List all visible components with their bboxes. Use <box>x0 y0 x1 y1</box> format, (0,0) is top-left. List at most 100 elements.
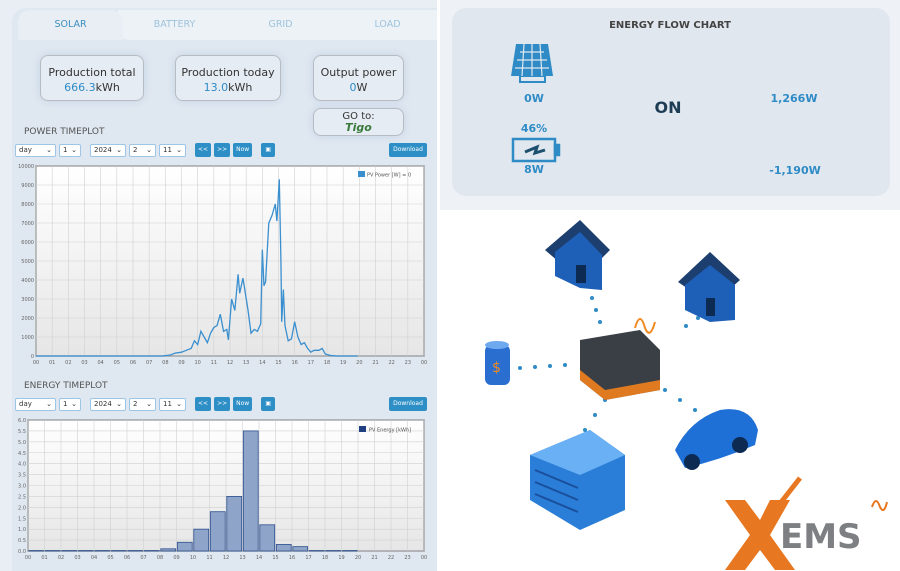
y-tick-label: 4000 <box>21 278 34 284</box>
house-icon <box>678 252 740 322</box>
y-tick-label: 0 <box>31 354 34 360</box>
energy-bar <box>259 524 276 552</box>
energy-bar <box>209 511 226 552</box>
x-tick-label: 19 <box>340 360 346 366</box>
goto-tigo-button[interactable]: GO to: Tigo <box>313 108 404 136</box>
tigo-logo: Tigo <box>345 121 372 134</box>
now-button[interactable]: Now <box>233 143 253 157</box>
power-download-button[interactable]: Download <box>389 143 427 157</box>
tab-load[interactable]: LOAD <box>374 19 401 30</box>
stat-label: Output power <box>320 66 397 79</box>
x-tick-label: 12 <box>223 555 229 561</box>
solar-power-value: 0W <box>524 92 544 105</box>
x-tick-label: 09 <box>178 360 184 366</box>
energy-bar <box>160 548 177 552</box>
stat-unit: kWh <box>95 81 120 94</box>
x-tick-label: 01 <box>41 555 47 561</box>
month-select[interactable]: 2⌄ <box>129 143 156 157</box>
tab-grid[interactable]: GRID <box>268 19 293 30</box>
y-tick-label: 5.5 <box>18 429 26 435</box>
energy-bar <box>193 528 210 552</box>
year-select[interactable]: 2024⌄ <box>90 143 126 157</box>
prev-button[interactable]: << <box>195 397 212 411</box>
stat-label: Production total <box>48 66 136 79</box>
power-timeplot-title: POWER TIMEPLOT <box>24 127 105 137</box>
y-tick-label: 5.0 <box>18 440 26 446</box>
y-tick-label: 7000 <box>21 221 34 227</box>
x-tick-label: 18 <box>324 360 330 366</box>
x-tick-label: 01 <box>49 360 55 366</box>
next-button[interactable]: >> <box>214 143 231 157</box>
xems-illustration: $ EMS <box>485 220 888 570</box>
x-tick-label: 11 <box>206 555 212 561</box>
x-tick-label: 21 <box>371 555 377 561</box>
x-tick-label: 14 <box>256 555 262 561</box>
x-tick-label: 16 <box>291 360 297 366</box>
stat-value: 13.0 <box>203 81 229 94</box>
x-tick-label: 22 <box>388 555 394 561</box>
x-tick-label: 15 <box>275 360 281 366</box>
electric-car-icon <box>675 409 758 470</box>
stat-unit: kWh <box>228 81 253 94</box>
x-tick-label: 00 <box>25 555 31 561</box>
count-select[interactable]: 1⌄ <box>59 397 81 411</box>
x-tick-label: 13 <box>239 555 245 561</box>
flow-title: ENERGY FLOW CHART <box>609 20 731 31</box>
energy-flow-panel: ENERGY FLOW CHART ON 0W 46% 8W 1,266W -1… <box>440 0 900 210</box>
y-tick-label: 9000 <box>21 183 34 189</box>
x-tick-label: 06 <box>124 555 130 561</box>
x-tick-label: 05 <box>107 555 113 561</box>
day-select[interactable]: 11⌄ <box>159 143 186 157</box>
legend-label: PV Power [W] = 0 <box>367 173 411 179</box>
x-tick-label: 03 <box>74 555 80 561</box>
solar-panel: SOLAR BATTERY GRID LOAD Production total… <box>0 0 437 571</box>
x-tick-label: 10 <box>194 360 200 366</box>
period-select[interactable]: day⌄ <box>15 397 56 411</box>
x-tick-label: 06 <box>130 360 136 366</box>
prev-button[interactable]: << <box>195 143 212 157</box>
x-tick-label: 02 <box>58 555 64 561</box>
x-tick-label: 16 <box>289 555 295 561</box>
office-building-icon <box>530 430 625 530</box>
x-tick-label: 18 <box>322 555 328 561</box>
production-total-card: Production total 666.3kWh <box>40 55 144 101</box>
tab-solar[interactable]: SOLAR <box>18 10 123 40</box>
y-tick-label: 0.5 <box>18 538 26 544</box>
house-icon <box>545 220 610 290</box>
x-tick-label: 15 <box>272 555 278 561</box>
y-tick-label: 1000 <box>21 335 34 341</box>
x-tick-label: 04 <box>91 555 97 561</box>
energy-download-button[interactable]: Download <box>389 397 427 411</box>
x-tick-label: 07 <box>146 360 152 366</box>
energy-bar <box>275 544 292 552</box>
x-tick-label: 23 <box>404 555 410 561</box>
x-tick-label: 08 <box>157 555 163 561</box>
battery-percent-value: 46% <box>520 122 548 135</box>
day-select[interactable]: 11⌄ <box>159 397 186 411</box>
y-tick-label: 3.0 <box>18 484 26 490</box>
y-tick-label: 3.5 <box>18 473 26 479</box>
x-tick-label: 00 <box>421 360 427 366</box>
period-select[interactable]: day⌄ <box>15 143 56 157</box>
x-tick-label: 03 <box>81 360 87 366</box>
energy-bar <box>226 496 243 552</box>
now-button[interactable]: Now <box>233 397 253 411</box>
x-tick-label: 12 <box>227 360 233 366</box>
month-select[interactable]: 2⌄ <box>129 397 156 411</box>
next-button[interactable]: >> <box>214 397 231 411</box>
tab-bar <box>118 10 437 40</box>
on-status-label[interactable]: ON <box>654 98 682 117</box>
fullscreen-icon[interactable]: ▣ <box>261 143 276 157</box>
y-tick-label: 3000 <box>21 297 34 303</box>
x-tick-label: 00 <box>421 555 427 561</box>
fullscreen-icon[interactable]: ▣ <box>261 397 276 411</box>
charts-layer: 0100020003000400050006000700080009000100… <box>18 164 427 561</box>
count-select[interactable]: 1⌄ <box>59 143 81 157</box>
tab-battery[interactable]: BATTERY <box>153 19 196 30</box>
year-select[interactable]: 2024⌄ <box>90 397 126 411</box>
x-tick-label: 08 <box>162 360 168 366</box>
x-tick-label: 22 <box>388 360 394 366</box>
x-tick-label: 13 <box>243 360 249 366</box>
load-power-value: -1,190W <box>769 164 821 177</box>
y-tick-label: 10000 <box>18 164 34 170</box>
